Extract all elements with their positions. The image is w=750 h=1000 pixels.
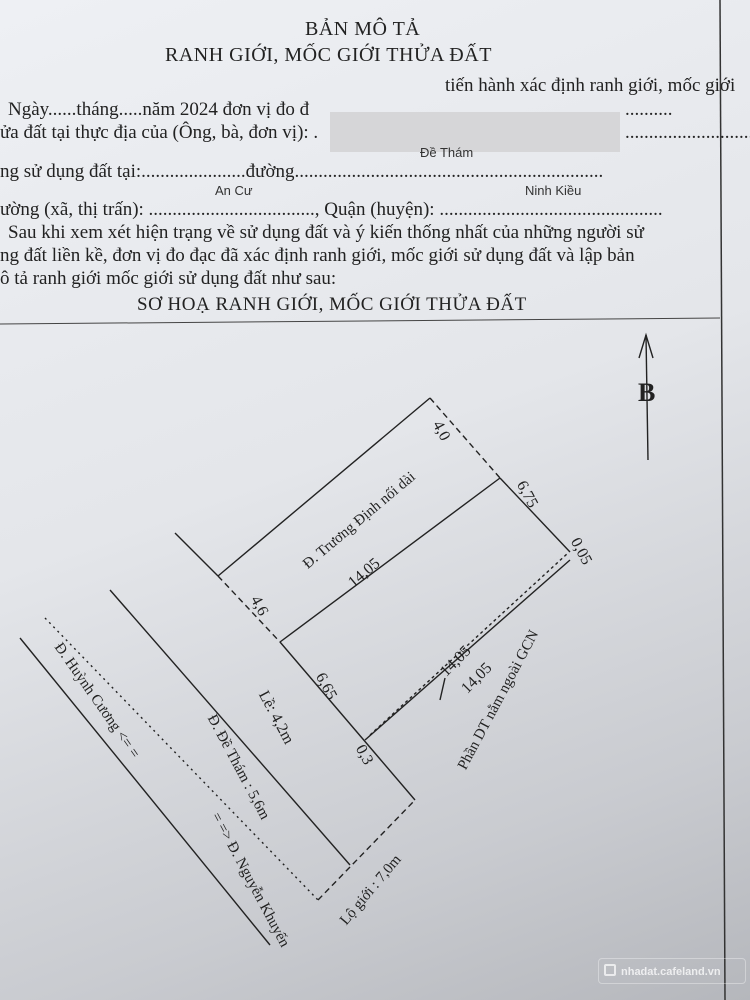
parcel-edge	[364, 559, 571, 741]
watermark-text: nhadat.cafeland.vn	[621, 966, 721, 978]
sketch-title: SƠ HOẠ RANH GIỚI, MỐC GIỚI THỬA ĐẤT	[137, 294, 527, 315]
road-edge	[109, 589, 351, 866]
parcel-edge	[217, 397, 431, 577]
text-line: Sau khi xem xét hiện trạng về sử dụng đấ…	[8, 222, 644, 243]
parcel-edge	[369, 552, 569, 736]
district-value: Ninh Kiều	[525, 183, 582, 198]
text-line: ...............................	[625, 122, 750, 143]
house-search-icon	[604, 964, 616, 976]
parcel-edge	[499, 477, 571, 553]
frame-line	[0, 317, 721, 325]
north-arrow-head	[638, 332, 654, 359]
parcel-edge	[174, 532, 219, 577]
text-line: ường (xã, thị trấn): ...................…	[0, 199, 663, 220]
north-arrow-line	[645, 334, 649, 461]
pointer-line	[439, 677, 446, 701]
text-line: ng sử dụng đất tại:.....................…	[0, 161, 604, 182]
parcel-edge	[429, 397, 501, 479]
road-edge	[19, 637, 271, 946]
road-centerline	[44, 617, 319, 901]
text-line: ..........	[625, 99, 673, 120]
row-line	[317, 799, 416, 901]
north-label: B	[638, 378, 656, 407]
parcel-edge	[279, 641, 416, 801]
text-line: ng đất liền kề, đơn vị đo đạc đã xác địn…	[0, 245, 635, 266]
frame-line	[719, 0, 726, 1000]
doc-title: BẢN MÔ TẢ	[305, 18, 421, 40]
parcel-edge	[279, 477, 501, 643]
text-line: tiến hành xác định ranh giới, mốc giới	[445, 75, 736, 96]
watermark: nhadat.cafeland.vn	[598, 958, 746, 984]
ward-value: An Cư	[215, 183, 253, 198]
text-line: Ngày......tháng.....năm 2024 đơn vị đo đ	[8, 99, 310, 120]
text-line: ô tả ranh giới mốc giới sử dụng đất như …	[0, 268, 337, 289]
doc-subtitle: RANH GIỚI, MỐC GIỚI THỬA ĐẤT	[165, 44, 492, 66]
parcel-edge	[217, 575, 281, 643]
street-value: Đề Thám	[420, 145, 474, 160]
redacted-area	[330, 112, 620, 152]
text-line: ửa đất tại thực địa của (Ông, bà, đơn vị…	[0, 122, 319, 143]
